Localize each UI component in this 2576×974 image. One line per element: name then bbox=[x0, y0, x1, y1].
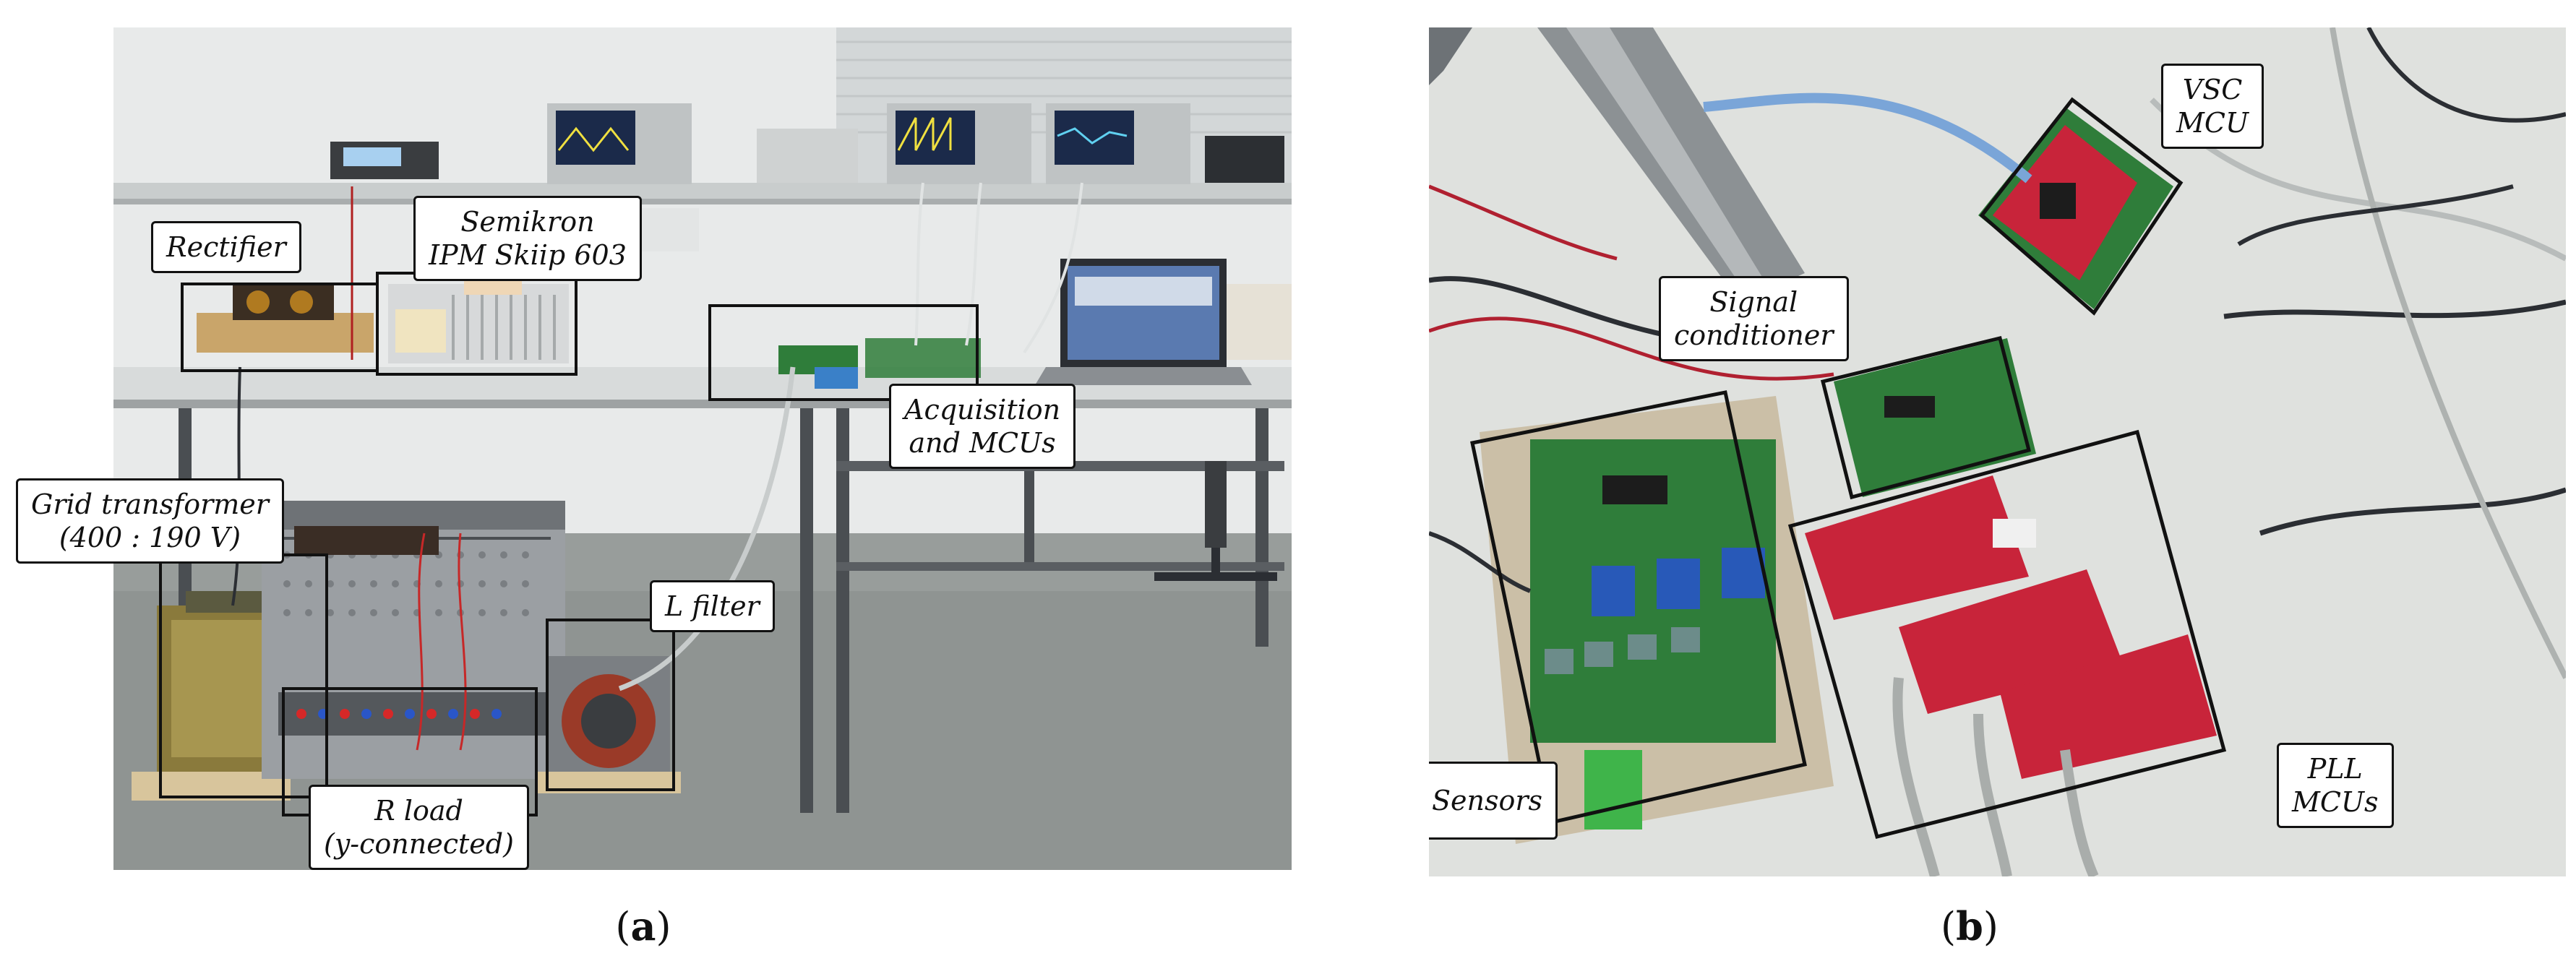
grid-transformer-label: Grid transformer (400 : 190 V) bbox=[16, 478, 284, 564]
vsc-mcu-label: VSC MCU bbox=[2161, 64, 2264, 149]
signal-conditioner-label: Signal conditioner bbox=[1659, 276, 1849, 361]
caption-a: (a) bbox=[615, 903, 671, 949]
l-filter-label: L filter bbox=[650, 580, 775, 632]
lab-setup-illustration bbox=[113, 27, 1292, 870]
sensors-region-box bbox=[1470, 390, 1807, 825]
l-filter-region-box bbox=[546, 619, 675, 791]
boards-closeup-illustration bbox=[1429, 27, 2566, 876]
acquisition-region-box bbox=[708, 304, 979, 401]
signal-conditioner-region-box bbox=[1820, 335, 2032, 500]
rectifier-label: Rectifier bbox=[151, 221, 301, 273]
semikron-label: Semikron IPM Skiip 603 bbox=[413, 196, 642, 281]
caption-b: (b) bbox=[1941, 903, 1998, 949]
pll-mcus-label: PLL MCUs bbox=[2277, 743, 2394, 828]
boards-closeup-photo: VSC MCU Signal conditioner Sensors PLL M… bbox=[1429, 27, 2566, 876]
sensors-label: Sensors bbox=[1429, 762, 1558, 840]
acquisition-label: Acquisition and MCUs bbox=[889, 384, 1076, 469]
pll-mcus-region-box bbox=[1787, 429, 2227, 840]
vsc-mcu-region-box bbox=[1979, 97, 2184, 316]
r-load-label: R load (y-connected) bbox=[309, 785, 529, 870]
lab-setup-photo: Rectifier Semikron IPM Skiip 603 Acquisi… bbox=[113, 27, 1292, 870]
